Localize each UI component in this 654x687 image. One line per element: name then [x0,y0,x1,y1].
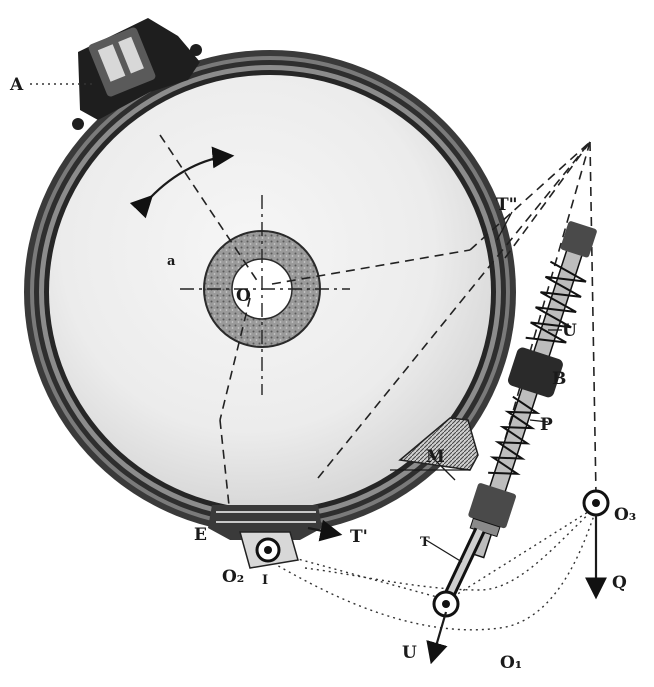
label-u-upper: U [562,321,577,341]
label-p: P [540,415,553,435]
lever-rod [426,527,486,665]
label-t-prime: T' [350,527,368,547]
lower-anchor [208,505,322,569]
label-t-rod: T [420,535,430,550]
label-m: M [426,447,445,467]
label-pointers [425,211,562,563]
bracket-m [390,417,479,481]
label-b: B [552,369,566,389]
label-a: A [9,75,24,95]
label-q: Q [612,573,627,593]
label-e: E [194,525,207,545]
rotation-arrow [129,146,235,219]
t-prime-arrow [307,519,343,542]
label-u-lower: U [402,643,417,663]
anchor-bracket-a [72,18,202,130]
label-o: O [236,286,251,306]
label-i-lower: I [262,573,268,588]
label-o2: O₂ [222,567,244,587]
construction-lines [159,134,597,631]
label-o3: O₃ [614,505,636,525]
pivot-o3 [582,489,610,600]
label-small-a: a [167,254,176,269]
label-o1: O₁ [500,653,522,673]
spring-rod-assembly [467,221,597,559]
label-t-double-prime: T" [496,195,518,215]
